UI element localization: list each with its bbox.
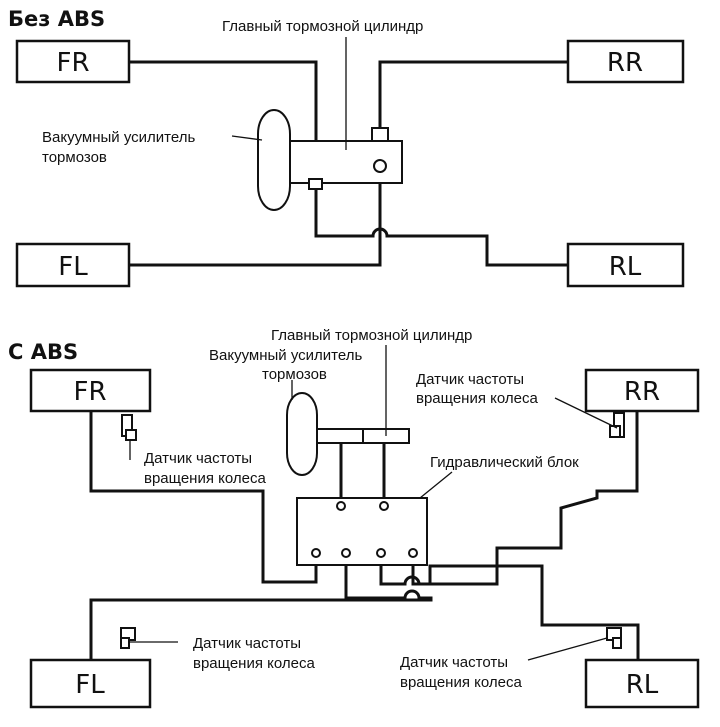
brake-lines-with-abs [89,411,640,660]
wheel-box-fl [15,242,131,288]
label-sensor-rr-line2: вращения колеса [416,390,538,407]
leader-booster [231,135,263,141]
label-master-cylinder-abs: Главный тормозной цилиндр [271,327,472,344]
wheel-label-fl-abs: FL [75,670,105,700]
vacuum-booster [257,109,291,211]
label-booster-abs-line2: тормозов [262,366,327,383]
wheel-box-rr [566,39,685,84]
label-hydraulic-unit: Гидравлический блок [430,454,579,471]
wheel-speed-sensor-rr [609,412,625,438]
section-title-with-abs: С ABS [8,340,78,364]
label-sensor-rl-line2: вращения колеса [400,674,522,691]
wheel-box-fr-abs [29,368,152,413]
wheel-label-rr: RR [607,48,643,78]
label-booster-abs-line1: Вакуумный усилитель [209,347,362,364]
brake-lines-without-abs [130,60,568,267]
label-sensor-fr-line2: вращения колеса [144,470,266,487]
wheel-speed-sensor-rl [606,627,622,649]
wheel-box-fr [15,39,131,84]
reservoir-port-rear [371,127,389,142]
label-sensor-rl-line1: Датчик частоты [400,654,508,671]
wheel-speed-sensor-fr [121,414,137,441]
wheel-label-fl: FL [58,252,88,282]
vacuum-booster-abs [286,392,318,476]
label-sensor-fr-line1: Датчик частоты [144,450,252,467]
label-sensor-rr-line1: Датчик частоты [416,371,524,388]
label-booster-line1: Вакуумный усилитель [42,129,195,146]
outlet-port-front [308,178,323,190]
outlet-port-rear [373,159,387,173]
wheel-box-fl-abs [29,658,152,709]
wheel-label-rr-abs: RR [624,377,660,407]
wheel-label-fr-abs: FR [73,377,106,407]
wheel-label-fr: FR [56,48,89,78]
label-sensor-fl-line2: вращения колеса [193,655,315,672]
wheel-label-rl: RL [609,252,642,282]
hydraulic-unit-ports [311,501,418,558]
wheel-box-rl [566,242,685,288]
master-cylinder-front-chamber [316,428,364,444]
section-title-without-abs: Без ABS [8,7,105,31]
wheel-box-rr-abs [584,368,700,413]
wheel-box-rl-abs [584,658,700,709]
label-master-cylinder: Главный тормозной цилиндр [222,18,423,35]
leader-lines-abs [128,345,618,661]
label-sensor-fl-line1: Датчик частоты [193,635,301,652]
label-booster-line2: тормозов [42,149,107,166]
wheel-speed-sensor-fl [120,627,136,649]
wheel-label-rl-abs: RL [626,670,659,700]
